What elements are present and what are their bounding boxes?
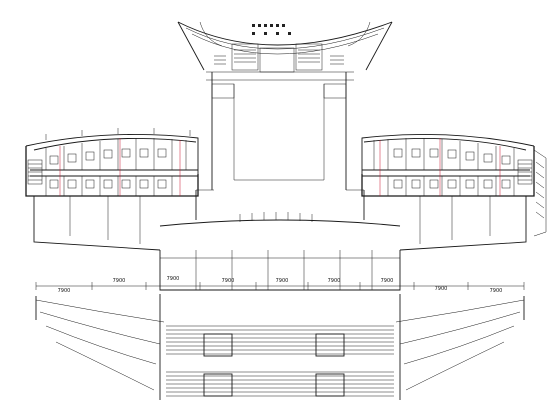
curved-terraces xyxy=(35,294,525,400)
dimension-label: 7900 xyxy=(276,278,289,284)
entrance-lobby xyxy=(177,21,393,73)
right-wing xyxy=(361,133,547,237)
left-wing xyxy=(25,128,199,197)
dimension-label: 7900 xyxy=(435,286,448,292)
dimension-label: 7900 xyxy=(167,276,180,282)
dimension-label: 7900 xyxy=(113,278,126,284)
function-zone: 7900 7900 7900 7900 7900 7900 7900 7900 … xyxy=(33,196,527,294)
dimension-label: 7900 xyxy=(58,288,71,294)
dimension-label: 7900 xyxy=(490,288,503,294)
entrance-steps xyxy=(166,325,394,397)
dimension-label: 7900 xyxy=(328,278,341,284)
dimension-label: 7900 xyxy=(222,278,235,284)
dimension-label: 7900 xyxy=(381,278,394,284)
central-atrium xyxy=(195,71,365,220)
